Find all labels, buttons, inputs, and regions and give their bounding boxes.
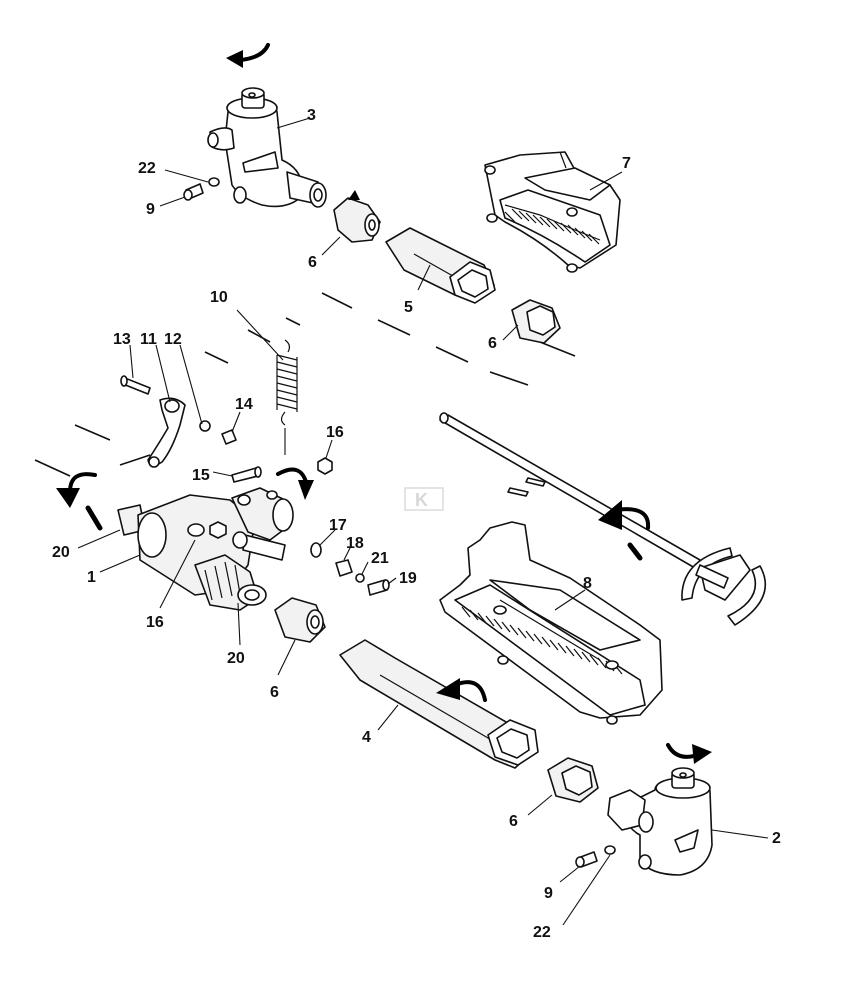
callout-5: 5 — [404, 299, 413, 316]
callout-16: 16 — [326, 424, 344, 441]
rotation-arrow-spring — [276, 467, 314, 500]
callout-14: 14 — [235, 396, 253, 413]
hex-coupling-1 — [321, 197, 381, 256]
callout-6: 6 — [509, 813, 518, 830]
screw-washer-lower — [559, 845, 616, 926]
callout-16: 16 — [146, 614, 164, 631]
rotation-arrow-upper — [226, 43, 270, 68]
hex-coupling-2 — [502, 299, 561, 344]
callout-22: 22 — [138, 160, 156, 177]
small-screws — [212, 439, 333, 483]
upper-drive-shaft — [385, 227, 496, 304]
rotation-arrow-auger — [598, 500, 651, 561]
hex-coupling-3 — [274, 597, 326, 676]
callout-9: 9 — [544, 885, 553, 902]
lower-gearbox — [607, 767, 769, 876]
callout-10: 10 — [210, 289, 228, 306]
callout-11: 11 — [140, 331, 157, 348]
callout-labels: 3 22 9 6 7 5 6 10 13 11 12 14 16 15 20 1… — [52, 107, 781, 941]
callout-2: 2 — [772, 830, 781, 847]
main-gearbox — [77, 487, 294, 646]
watermark-logo: K — [404, 487, 444, 511]
callout-22: 22 — [533, 924, 551, 941]
tension-spring — [236, 309, 298, 455]
rotation-arrow-left — [56, 472, 103, 531]
lower-drive-shaft — [339, 639, 539, 769]
fastener-set — [310, 529, 397, 596]
alignment-dashes — [34, 292, 576, 521]
svg-text:K: K — [415, 490, 428, 510]
callout-13: 13 — [113, 331, 131, 348]
screw-washer-upper — [159, 169, 220, 207]
callout-15: 15 — [192, 467, 210, 484]
upper-hopper — [484, 151, 623, 273]
auger-shaft — [439, 412, 767, 626]
callout-17: 17 — [329, 517, 347, 534]
callout-6: 6 — [270, 684, 279, 701]
hex-coupling-4 — [527, 757, 599, 816]
small-arrow — [348, 190, 360, 200]
callout-19: 19 — [399, 570, 417, 587]
callout-20: 20 — [227, 650, 245, 667]
callout-18: 18 — [346, 535, 364, 552]
callout-6: 6 — [308, 254, 317, 271]
callout-6: 6 — [488, 335, 497, 352]
callout-4: 4 — [362, 729, 371, 746]
linkage-arm — [120, 344, 241, 468]
upper-gearbox — [207, 87, 327, 208]
callout-7: 7 — [622, 155, 631, 172]
callout-8: 8 — [583, 575, 592, 592]
callout-3: 3 — [307, 107, 316, 124]
lower-hopper — [439, 521, 663, 725]
callout-21: 21 — [371, 550, 389, 567]
rotation-arrow-shaft — [436, 678, 487, 702]
callout-9: 9 — [146, 201, 155, 218]
callout-20: 20 — [52, 544, 70, 561]
callout-12: 12 — [164, 331, 182, 348]
callout-1: 1 — [87, 569, 96, 586]
rotation-arrow-lower — [666, 743, 712, 764]
